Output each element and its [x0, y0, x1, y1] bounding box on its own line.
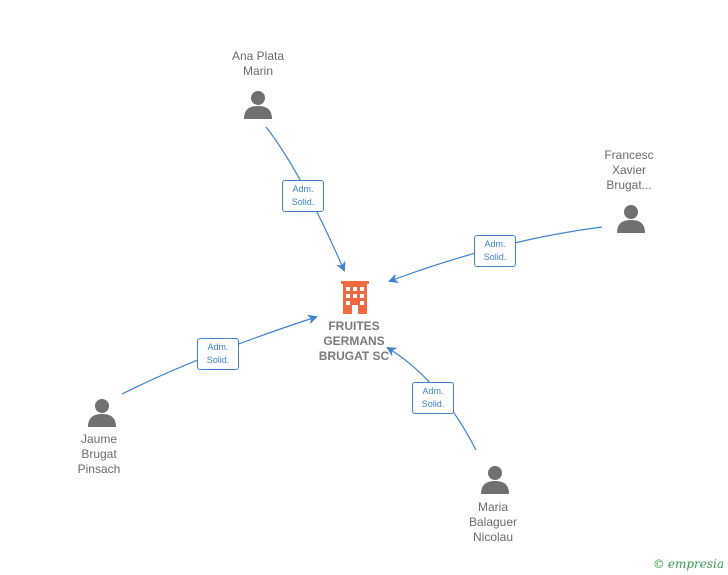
relation-label-maria: Adm. Solid.	[412, 382, 454, 414]
person-icon-jaume[interactable]	[87, 397, 117, 427]
relation-label-ana: Adm. Solid.	[282, 180, 324, 212]
person-name-maria[interactable]: Maria Balaguer Nicolau	[468, 500, 518, 544]
empresia-watermark: ©empresia	[653, 557, 724, 571]
person-icon-ana[interactable]	[243, 89, 273, 119]
company-name[interactable]: FRUITES GERMANS BRUGAT SC	[318, 319, 390, 363]
person-name-jaume[interactable]: Jaume Brugat Pinsach	[77, 432, 121, 476]
relation-label-francesc: Adm. Solid.	[474, 235, 516, 267]
person-name-francesc[interactable]: Francesc Xavier Brugat...	[604, 148, 654, 192]
brand-name: empresia	[667, 557, 724, 571]
copyright-symbol: ©	[652, 557, 665, 571]
person-icon-francesc[interactable]	[616, 203, 646, 233]
person-icon-maria[interactable]	[480, 464, 510, 494]
building-icon	[341, 281, 369, 314]
relation-label-jaume: Adm. Solid.	[197, 338, 239, 370]
person-name-ana[interactable]: Ana Plata Marin	[231, 49, 285, 78]
